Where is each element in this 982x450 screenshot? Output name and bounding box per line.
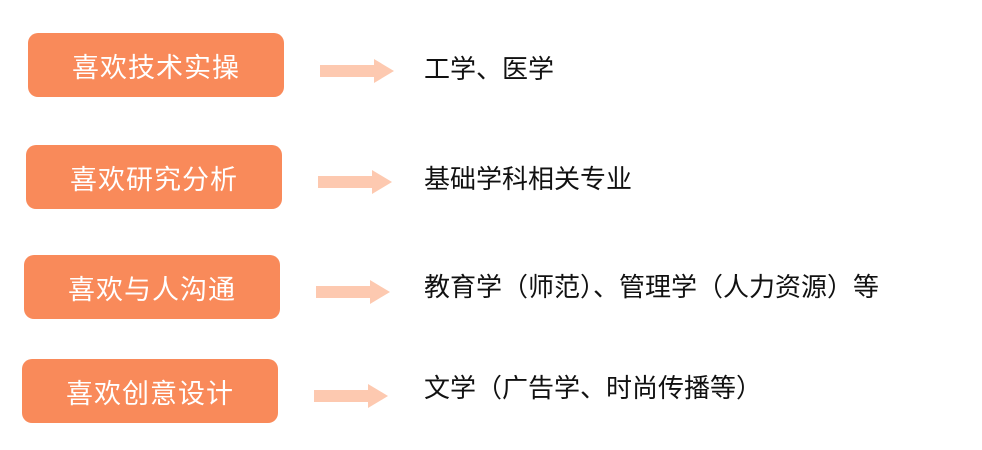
right-arrow-icon — [318, 170, 392, 194]
major-text: 文学（广告学、时尚传播等） — [424, 374, 763, 404]
major-text: 工学、医学 — [424, 55, 555, 85]
interest-label: 喜欢与人沟通 — [68, 274, 236, 306]
interest-box-communication: 喜欢与人沟通 — [24, 255, 280, 319]
interest-box-design: 喜欢创意设计 — [22, 359, 278, 423]
major-text: 基础学科相关专业 — [424, 165, 633, 195]
interest-box-research: 喜欢研究分析 — [26, 145, 282, 209]
interest-box-tech: 喜欢技术实操 — [28, 33, 284, 97]
interest-label: 喜欢研究分析 — [70, 164, 238, 196]
right-arrow-icon — [314, 384, 388, 408]
right-arrow-icon — [320, 59, 394, 83]
interest-label: 喜欢创意设计 — [66, 378, 234, 410]
interest-label: 喜欢技术实操 — [72, 52, 240, 84]
right-arrow-icon — [316, 280, 390, 304]
major-text: 教育学（师范）、管理学（人力资源）等 — [424, 273, 880, 303]
